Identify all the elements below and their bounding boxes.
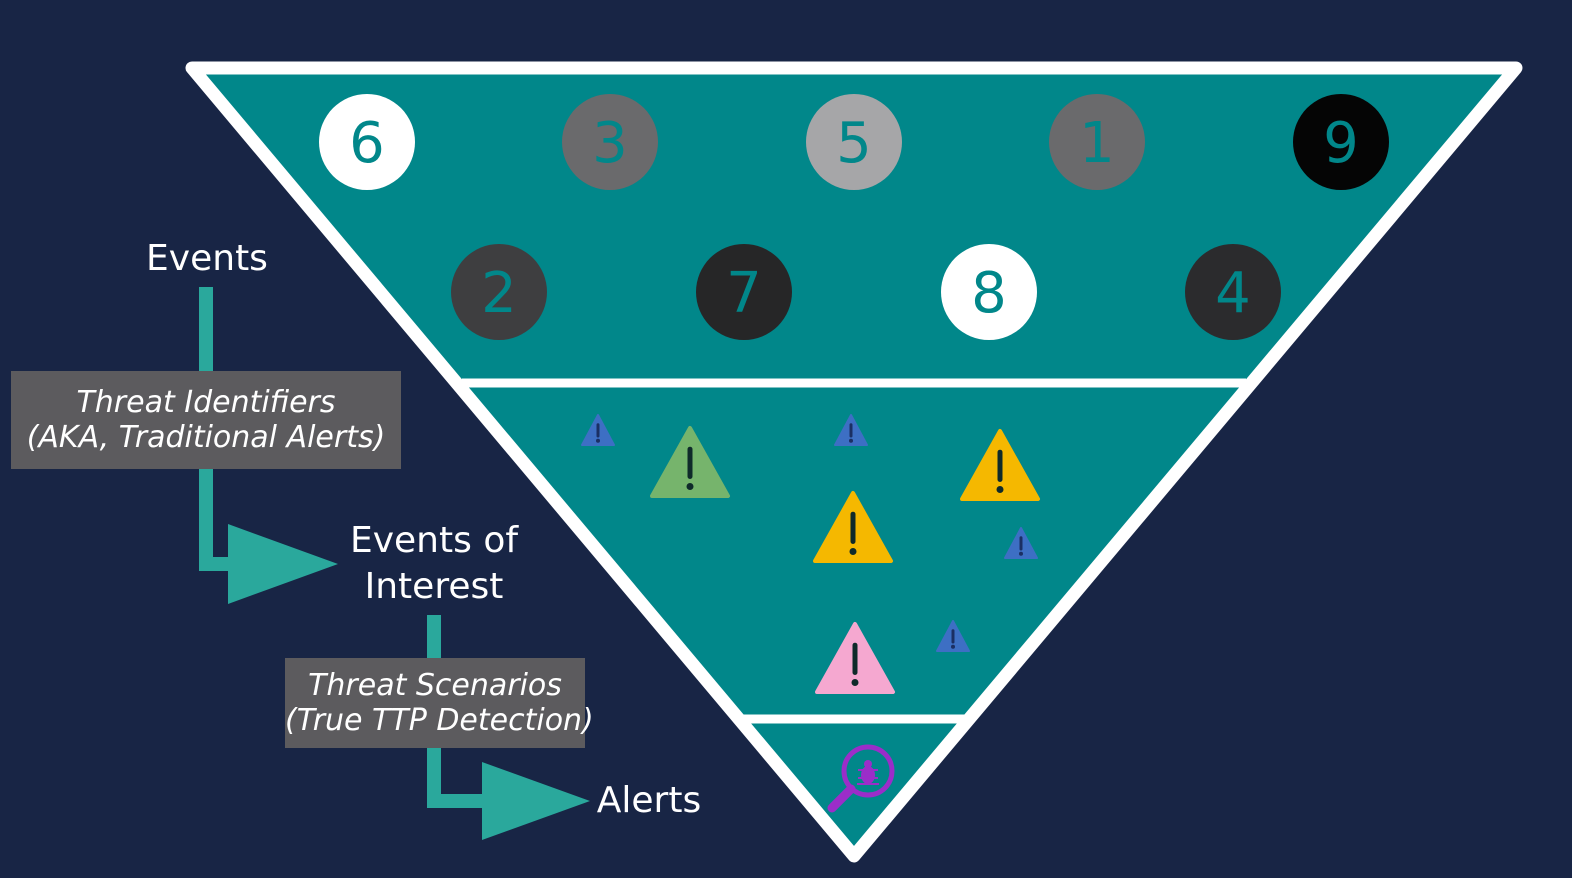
events-of-interest-line2: Interest bbox=[364, 566, 504, 607]
warning-large-icon bbox=[960, 429, 1040, 501]
event-ball-number: 8 bbox=[971, 261, 1007, 326]
event-ball-number: 3 bbox=[592, 111, 628, 176]
warning-triangles bbox=[581, 414, 1040, 694]
threat-scenarios-title: Threat Scenarios bbox=[308, 668, 562, 703]
events-label: Events bbox=[146, 238, 268, 279]
event-ball-2: 2 bbox=[451, 244, 547, 340]
connector-scenarios-down bbox=[427, 748, 441, 808]
threat-identifiers-subtitle: (AKA, Traditional Alerts) bbox=[26, 420, 386, 455]
event-ball-6: 6 bbox=[319, 94, 415, 190]
arrow-to-events-of-interest bbox=[228, 524, 338, 604]
event-ball-5: 5 bbox=[806, 94, 902, 190]
event-ball-number: 6 bbox=[349, 111, 385, 176]
event-ball-3: 3 bbox=[562, 94, 658, 190]
warning-small-icon bbox=[581, 414, 615, 446]
threat-scenarios-subtitle: (True TTP Detection) bbox=[285, 703, 594, 738]
warning-small-icon bbox=[834, 414, 868, 446]
connector-events-to-box bbox=[199, 287, 213, 373]
event-ball-number: 5 bbox=[836, 111, 872, 176]
warning-small-icon bbox=[936, 620, 970, 652]
event-ball-number: 2 bbox=[481, 261, 517, 326]
event-ball-number: 1 bbox=[1079, 111, 1115, 176]
threat-identifiers-title: Threat Identifiers bbox=[76, 385, 336, 420]
alerts-label: Alerts bbox=[596, 780, 702, 821]
warning-large-icon bbox=[815, 622, 895, 694]
warning-large-icon bbox=[813, 491, 893, 563]
event-ball-9: 9 bbox=[1293, 94, 1389, 190]
warning-small-icon bbox=[1004, 527, 1038, 559]
event-balls: 6 3 5 1 9 2 7 8 4 bbox=[319, 94, 1389, 340]
event-ball-number: 9 bbox=[1323, 111, 1359, 176]
event-ball-number: 7 bbox=[726, 261, 762, 326]
threat-identifiers-box: Threat Identifiers (AKA, Traditional Ale… bbox=[11, 371, 401, 469]
bug-magnifier-icon bbox=[827, 744, 895, 813]
event-ball-number: 4 bbox=[1215, 261, 1251, 326]
event-ball-7: 7 bbox=[696, 244, 792, 340]
connector-scenarios-right bbox=[427, 794, 487, 808]
threat-scenarios-box: Threat Scenarios (True TTP Detection) bbox=[285, 658, 594, 748]
event-ball-4: 4 bbox=[1185, 244, 1281, 340]
events-of-interest-line1: Events of bbox=[349, 520, 519, 561]
connector-box-down bbox=[199, 469, 213, 571]
connector-eoi-to-box bbox=[427, 615, 441, 660]
event-ball-1: 1 bbox=[1049, 94, 1145, 190]
events-of-interest-label: Events of Interest bbox=[344, 518, 524, 610]
warning-large-icon bbox=[650, 426, 730, 498]
arrow-to-alerts bbox=[482, 762, 590, 840]
event-ball-8: 8 bbox=[941, 244, 1037, 340]
